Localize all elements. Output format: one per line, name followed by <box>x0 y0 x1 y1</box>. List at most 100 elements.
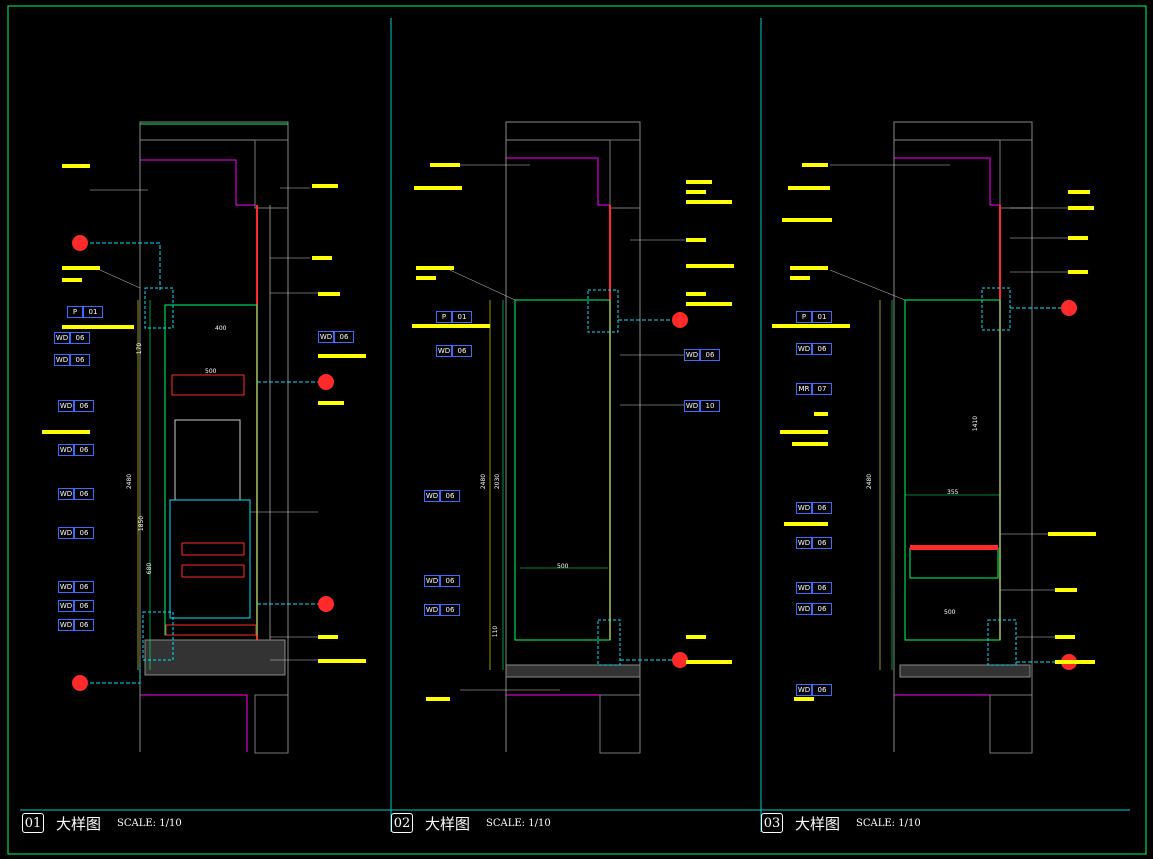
annotation-bar <box>62 278 82 282</box>
dimension-text: 170 <box>136 342 144 355</box>
wall-hatch-top <box>609 139 641 209</box>
leader <box>99 269 141 289</box>
tag-number: 06 <box>334 331 354 343</box>
detail-bottom <box>597 619 621 666</box>
dimension-text: 110 <box>492 625 500 638</box>
tag-code: WD <box>424 490 440 502</box>
cabinet-body <box>164 304 258 636</box>
dimension-text: 400 <box>215 325 227 332</box>
wall-outline <box>140 159 255 206</box>
panel-3-drawing <box>829 121 1077 754</box>
dimension-text: 500 <box>944 609 956 616</box>
annotation-bar <box>430 163 460 167</box>
annotation-bar <box>62 164 90 168</box>
annotation-bar <box>318 635 338 639</box>
drawer-top <box>910 545 998 550</box>
tag-code: P <box>436 311 452 323</box>
annotation-bar <box>686 200 732 204</box>
annotation-bar <box>318 354 366 358</box>
tag-code: WD <box>436 345 452 357</box>
drawer-block <box>169 499 251 619</box>
dimension-text: 2480 <box>126 473 134 490</box>
tag-code: P <box>67 306 83 318</box>
annotation-bar <box>686 180 712 184</box>
tag-code: WD <box>684 349 700 361</box>
wall-hatch-bottom <box>254 694 289 754</box>
annotation-bar <box>412 324 490 328</box>
tag-code: WD <box>424 575 440 587</box>
tag-number: 01 <box>83 306 103 318</box>
panel-title-3: 03 大样图 SCALE: 1/10 <box>761 810 921 836</box>
annotation-bar <box>318 659 366 663</box>
wall-hatch-bottom <box>599 694 641 754</box>
tag-number: 06 <box>440 490 460 502</box>
annotation-bar <box>686 238 706 242</box>
leader <box>829 269 906 301</box>
tag-code: WD <box>796 502 812 514</box>
dimension-text: 2480 <box>480 473 488 490</box>
annotation-bar <box>312 256 332 260</box>
annotation-bar <box>1055 588 1077 592</box>
annotation-bar <box>790 266 828 270</box>
tag-code: WD <box>58 400 74 412</box>
tag-number: 06 <box>74 527 94 539</box>
detail-bottom <box>142 611 174 661</box>
tag-number: 10 <box>700 400 720 412</box>
dimension-text: 500 <box>205 368 217 375</box>
annotation-bar <box>1068 190 1090 194</box>
detail-bottom <box>987 619 1017 666</box>
top-slab <box>139 121 289 141</box>
annotation-bar <box>318 401 344 405</box>
tag-code: WD <box>58 581 74 593</box>
dimension-text: 2030 <box>494 473 502 490</box>
panel-number: 02 <box>391 813 413 833</box>
floor-fill <box>505 664 641 678</box>
annotation-bar <box>318 292 340 296</box>
annotation-bar <box>686 660 732 664</box>
detail-top <box>587 289 619 333</box>
annotation-bar <box>792 442 828 446</box>
wall-outline-bottom <box>140 694 248 752</box>
tag-number: 06 <box>74 619 94 631</box>
annotation-bar <box>686 292 706 296</box>
annotation-bar <box>416 276 436 280</box>
wall-hatch-top <box>999 139 1033 209</box>
tag-code: WD <box>796 684 812 696</box>
panel-scale: SCALE: 1/10 <box>486 817 551 829</box>
tag-code: WD <box>796 343 812 355</box>
annotation-bar <box>772 324 850 328</box>
tag-code: WD <box>58 600 74 612</box>
tag-number: 06 <box>812 582 832 594</box>
tag-code: WD <box>684 400 700 412</box>
tag-number: 06 <box>812 343 832 355</box>
tag-number: 06 <box>812 502 832 514</box>
annotation-bar <box>42 430 90 434</box>
annotation-bar <box>788 186 830 190</box>
detail-top <box>981 287 1011 331</box>
annotation-bar <box>1068 236 1088 240</box>
annotation-bar <box>1055 660 1095 664</box>
annotation-bar <box>686 635 706 639</box>
callout-bubble <box>318 596 334 612</box>
drawer-1 <box>181 542 245 556</box>
tag-code: WD <box>54 354 70 366</box>
callout-line-1 <box>84 242 161 290</box>
annotation-bar <box>414 186 462 190</box>
tag-number: 06 <box>700 349 720 361</box>
annotation-bar <box>784 522 828 526</box>
tag-code: WD <box>58 488 74 500</box>
callout-bubble <box>72 675 88 691</box>
